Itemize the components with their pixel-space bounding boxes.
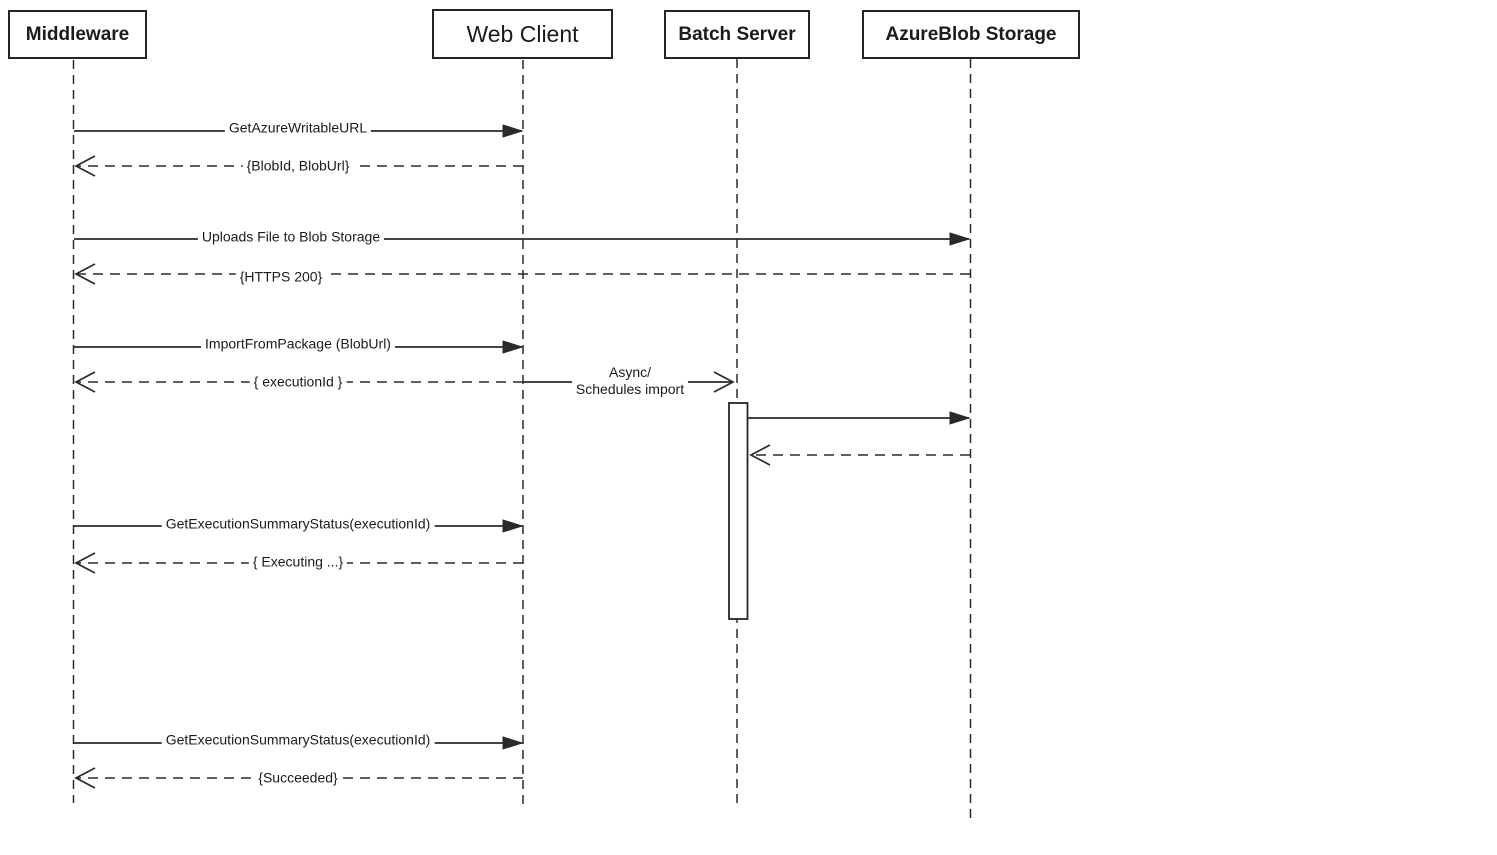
message-label-https-200: {HTTPS 200} (235, 268, 327, 286)
message-label-get-azure-writable-url: GetAzureWritableURL (224, 119, 372, 137)
message-label-async-schedules-import: Async/ Schedules import (571, 364, 689, 398)
actor-name-azureblob-storage: AzureBlob Storage (885, 23, 1057, 45)
message-label-get-execution-summary-status-1: GetExecutionSummaryStatus(executionId) (161, 515, 435, 533)
actor-box-batch-server: Batch Server (664, 10, 810, 59)
message-label-async-line2: Schedules import (575, 381, 685, 397)
message-label-import-from-package: ImportFromPackage (BlobUrl) (201, 335, 395, 353)
actor-box-middleware: Middleware (8, 10, 147, 59)
message-label-executionid: { executionId } (249, 373, 347, 391)
actor-box-azureblob-storage: AzureBlob Storage (862, 10, 1080, 59)
activation-bar-batch-server (728, 402, 749, 620)
actor-name-batch-server: Batch Server (678, 23, 796, 45)
message-label-succeeded: {Succeeded} (254, 769, 342, 787)
message-label-blobid-bloburl: {BlobId, BlobUrl} (242, 157, 354, 175)
message-label-async-line1: Async/ (608, 364, 652, 380)
message-label-executing: { Executing ...} (248, 553, 348, 571)
message-label-get-execution-summary-status-2: GetExecutionSummaryStatus(executionId) (161, 731, 435, 749)
message-label-uploads-file: Uploads File to Blob Storage (197, 228, 385, 246)
actor-box-web-client: Web Client (432, 9, 613, 59)
actor-name-middleware: Middleware (25, 23, 130, 45)
actor-name-web-client: Web Client (466, 20, 579, 47)
